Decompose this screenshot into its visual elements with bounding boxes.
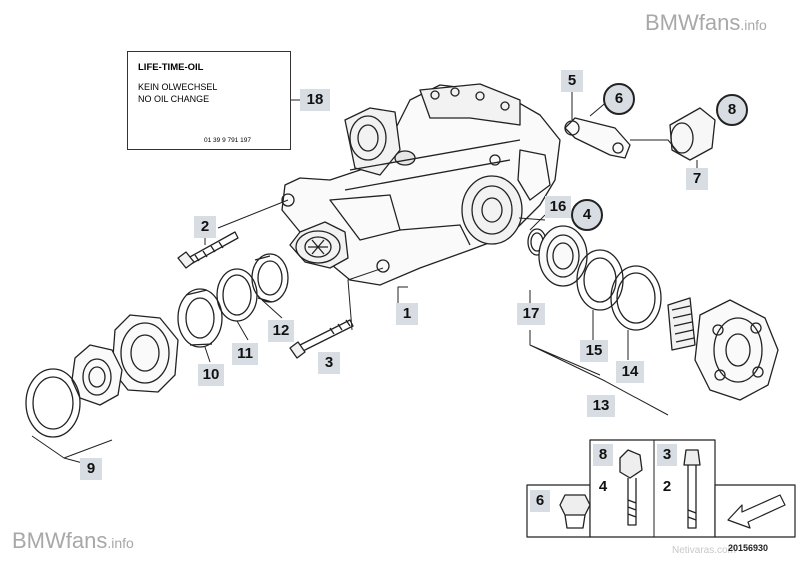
callout-5[interactable]: 5 <box>561 70 583 92</box>
legend-col1-bottom: 4 <box>593 476 613 498</box>
nut-9 <box>71 344 123 406</box>
bolt-2 <box>177 231 239 269</box>
callout-14[interactable]: 14 <box>616 361 644 383</box>
ring-14 <box>610 265 662 331</box>
callout-12[interactable]: 12 <box>268 320 294 342</box>
callout-10[interactable]: 10 <box>198 364 224 386</box>
legend-col2-top: 3 <box>657 444 677 466</box>
oil-label-title: LIFE-TIME-OIL <box>138 62 204 73</box>
ring-11 <box>216 268 258 322</box>
callout-16[interactable]: 16 <box>545 196 571 218</box>
callout-11[interactable]: 11 <box>232 343 258 365</box>
callout-2[interactable]: 2 <box>194 216 216 238</box>
oil-label-line2: NO OIL CHANGE <box>138 94 210 104</box>
watermark-top-right: BMWfans.info <box>645 10 767 36</box>
callout-3[interactable]: 3 <box>318 352 340 374</box>
callout-circle-8[interactable]: 8 <box>716 94 748 126</box>
watermark-bottom-left: BMWfans.info <box>12 528 134 554</box>
flange-nut <box>111 314 179 393</box>
callout-1[interactable]: 1 <box>396 303 418 325</box>
oil-label-card: LIFE-TIME-OIL KEIN OLWECHSEL NO OIL CHAN… <box>127 51 291 150</box>
callout-17[interactable]: 17 <box>517 303 545 325</box>
callout-13[interactable]: 13 <box>587 395 615 417</box>
output-flange <box>667 297 779 401</box>
rubber-bushing-8 <box>669 107 716 161</box>
mount-bracket-5 <box>564 117 631 159</box>
legend-col1-top: 8 <box>593 444 613 466</box>
washer-9 <box>25 368 81 438</box>
callout-circle-6[interactable]: 6 <box>603 83 635 115</box>
watermark-bottom-suffix: .info <box>107 535 134 551</box>
differential-housing <box>281 83 561 286</box>
watermark-bottom-right: Netivaras.com <box>672 545 736 556</box>
oil-label-part-number: 01 39 9 791 197 <box>204 137 251 144</box>
bearing-17 <box>538 225 588 287</box>
watermark-bottom-brand: BMWfans <box>12 528 108 553</box>
bolt-3 <box>289 319 354 359</box>
callout-18[interactable]: 18 <box>300 89 330 111</box>
callout-7[interactable]: 7 <box>686 168 708 190</box>
diagram-number: 20156930 <box>728 543 769 553</box>
seal-10 <box>177 288 223 348</box>
watermark-top-brand: BMWfans <box>645 10 741 35</box>
leader-lines <box>31 92 698 466</box>
callout-9[interactable]: 9 <box>80 458 102 480</box>
legend-col2-bottom: 2 <box>657 476 677 498</box>
ring-15 <box>576 249 624 311</box>
watermark-top-suffix: .info <box>740 17 767 33</box>
oil-label-line1: KEIN OLWECHSEL <box>138 82 218 92</box>
callout-circle-4[interactable]: 4 <box>571 199 603 231</box>
callout-15[interactable]: 15 <box>580 340 608 362</box>
legend-nut-label: 6 <box>530 490 550 512</box>
